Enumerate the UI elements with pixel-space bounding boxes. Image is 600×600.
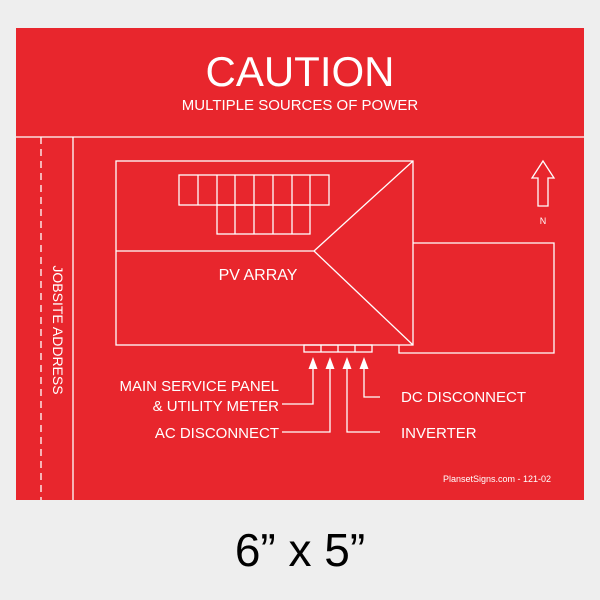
caution-sign: CAUTION MULTIPLE SOURCES OF POWER JOBSIT… [16, 28, 584, 500]
arrow-up-icon [308, 357, 369, 369]
jobsite-address-label: JOBSITE ADDRESS [50, 265, 66, 395]
pv-array-grid [178, 174, 330, 235]
north-label: N [539, 216, 547, 226]
dc-disconnect-label: DC DISCONNECT [401, 389, 527, 406]
leader-lines [282, 368, 380, 433]
ac-disconnect-label: AC DISCONNECT [154, 425, 279, 442]
inverter-label: INVERTER [401, 425, 477, 442]
equipment-boxes [303, 344, 373, 353]
main-service-panel-label: MAIN SERVICE PANEL [119, 378, 280, 395]
caution-title: CAUTION [205, 48, 395, 95]
site-diagram [16, 136, 584, 500]
house-roof-outline [115, 160, 414, 346]
north-arrow-icon [530, 159, 556, 207]
size-caption: 6” x 5” [234, 524, 366, 576]
utility-meter-label: & UTILITY METER [152, 398, 279, 415]
pv-array-label: PV ARRAY [218, 267, 298, 284]
caution-subtitle: MULTIPLE SOURCES OF POWER [181, 97, 419, 114]
annex-outline [398, 242, 555, 354]
sign-credit: PlansetSigns.com - 121-02 [443, 474, 552, 484]
